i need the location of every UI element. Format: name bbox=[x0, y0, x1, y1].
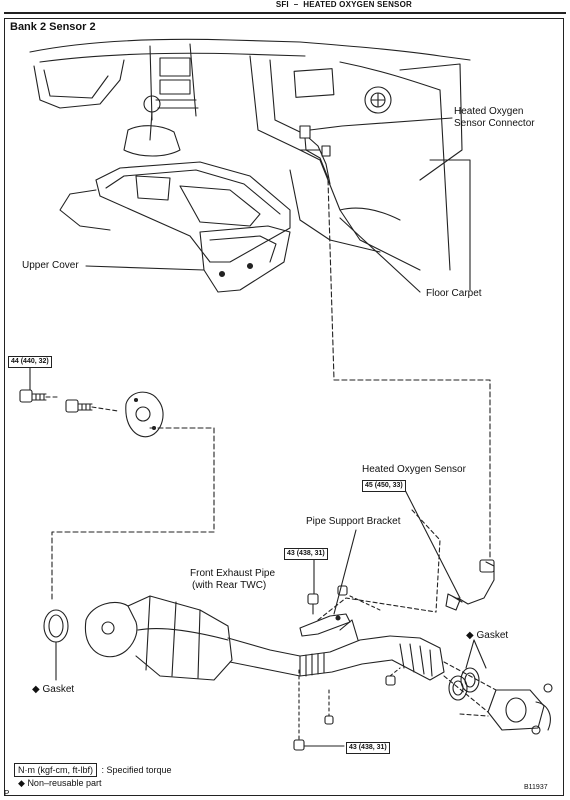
torque-43-lower: 43 (438, 31) bbox=[346, 742, 390, 754]
label-sensor-connector-line1: Heated Oxygen bbox=[454, 106, 524, 117]
bolt-43-upper bbox=[307, 593, 319, 615]
leader-upper-cover bbox=[85, 265, 205, 271]
legend-nonreusable-desc: Non–reusable part bbox=[27, 778, 102, 788]
label-heated-oxygen-sensor: Heated Oxygen Sensor bbox=[362, 464, 466, 475]
leader-floor-carpet bbox=[339, 217, 421, 293]
legend-torque-units: N·m (kgf-cm, ft-lbf) bbox=[14, 763, 97, 777]
gasket-left-part bbox=[43, 609, 69, 643]
legend-nonreusable-row: ◆ Non–reusable part bbox=[18, 778, 102, 789]
pipe-support-bracket-part bbox=[299, 613, 351, 637]
front-exhaust-pipe-part bbox=[84, 595, 445, 681]
torque-43-upper: 43 (438, 31) bbox=[284, 548, 328, 560]
stud-lower bbox=[324, 689, 334, 725]
label-upper-cover: Upper Cover bbox=[22, 260, 79, 271]
nonreusable-mark-left: ◆ bbox=[32, 684, 40, 695]
torque-45: 45 (450, 33) bbox=[362, 480, 406, 492]
header-rule bbox=[4, 12, 566, 14]
label-front-pipe-line2: (with Rear TWC) bbox=[192, 580, 267, 591]
gasket-right-part bbox=[448, 667, 480, 701]
legend-torque-desc: : Specified torque bbox=[101, 765, 172, 775]
header-title: HEATED OXYGEN SENSOR bbox=[303, 0, 412, 9]
nonreusable-mark-right: ◆ bbox=[466, 630, 474, 641]
label-front-pipe-line1: Front Exhaust Pipe bbox=[190, 568, 276, 579]
diagram-title: Bank 2 Sensor 2 bbox=[10, 21, 96, 33]
harness-route-dashed bbox=[327, 179, 491, 561]
header-section: SFI bbox=[275, 0, 289, 9]
flange-left bbox=[125, 391, 164, 438]
page-mark: P bbox=[4, 789, 10, 798]
diagram-frame bbox=[4, 18, 564, 796]
bolt-small-b bbox=[385, 675, 396, 686]
bolt-small-a bbox=[337, 585, 348, 596]
figure-code: B11937 bbox=[524, 784, 548, 791]
label-pipe-support-bracket: Pipe Support Bracket bbox=[306, 516, 401, 527]
heated-oxygen-sensor-part bbox=[445, 559, 495, 611]
label-gasket-left: ◆ Gasket bbox=[32, 684, 74, 695]
bolt-43-lower bbox=[293, 739, 305, 751]
legend-torque-row: N·m (kgf-cm, ft-lbf) : Specified torque bbox=[14, 760, 172, 778]
bolt-left-lower bbox=[65, 399, 93, 413]
rear-flange-part bbox=[487, 683, 553, 735]
gasket-right-text: Gasket bbox=[476, 630, 509, 641]
label-sensor-connector-line2: Sensor Connector bbox=[454, 118, 535, 129]
torque-44: 44 (440, 32) bbox=[8, 356, 52, 368]
label-floor-carpet: Floor Carpet bbox=[426, 288, 482, 299]
header-separator: – bbox=[293, 0, 299, 9]
page-header: SFI – HEATED OXYGEN SENSOR bbox=[0, 0, 570, 14]
label-gasket-right: ◆ Gasket bbox=[466, 630, 508, 641]
gasket-left-text: Gasket bbox=[42, 684, 75, 695]
bolt-left-upper bbox=[19, 389, 47, 403]
legend-nonreusable-symbol: ◆ bbox=[18, 778, 25, 788]
vehicle-interior-illustration bbox=[29, 38, 471, 293]
header-text: SFI – HEATED OXYGEN SENSOR bbox=[276, 0, 412, 9]
leader-sensor-connector bbox=[309, 117, 453, 131]
